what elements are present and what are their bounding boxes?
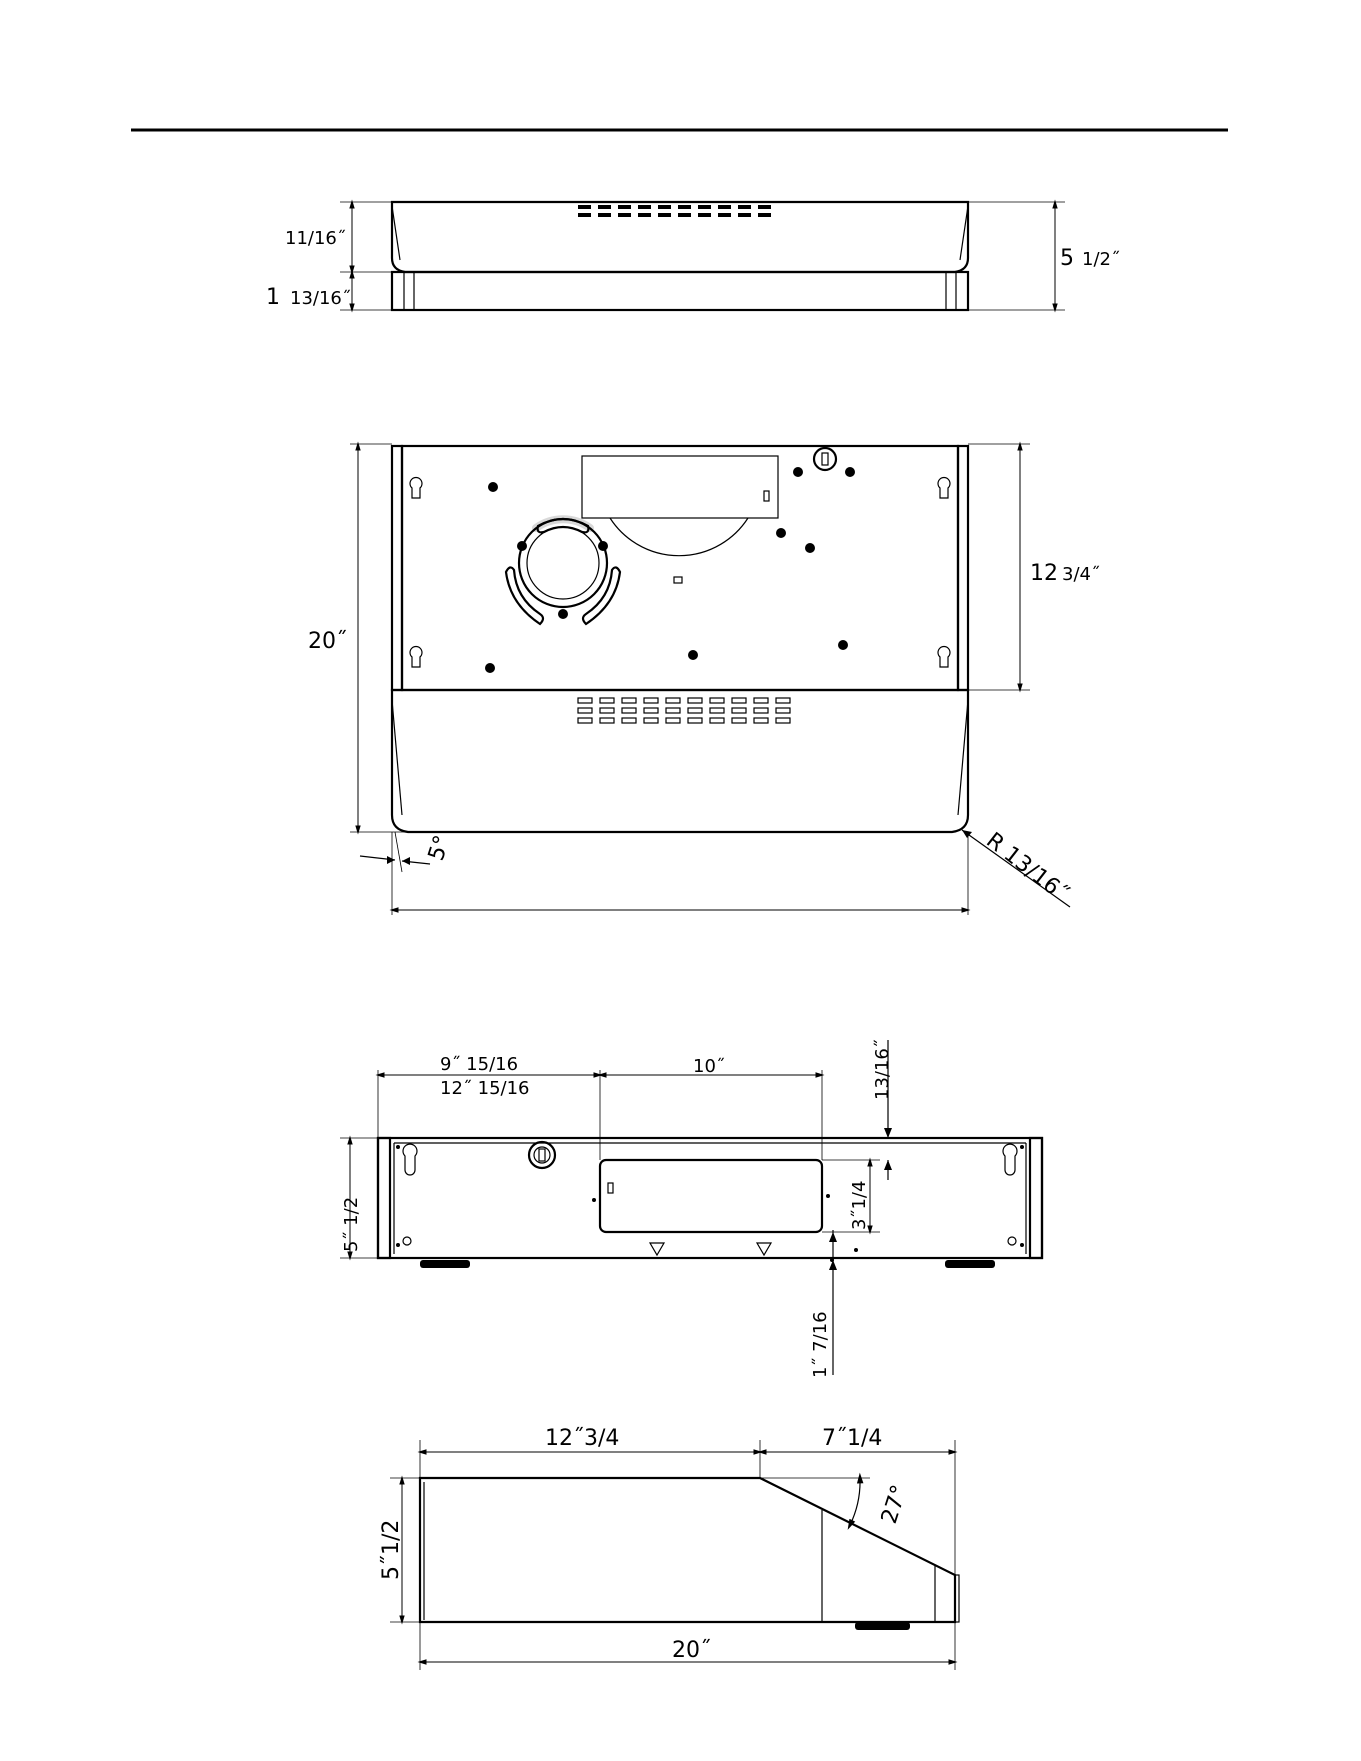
- rear-dim-top-gap: 13/16˝: [872, 1039, 893, 1100]
- rear-view: 9˝ 15/16 12˝ 15/16 10˝ 13/16˝ 3˝1/4 5˝ 1…: [340, 1039, 1042, 1378]
- front-dim-bottom-frac: 13/16˝: [290, 288, 351, 309]
- front-dim-height-frac: 1/2˝: [1082, 249, 1120, 270]
- knob-icon: [814, 448, 836, 470]
- screws: [485, 467, 855, 673]
- rear-dim-duct-height: 3˝1/4: [849, 1181, 870, 1230]
- bottom-dim-radius: R 13/16˝: [981, 828, 1073, 907]
- side-dim-flat: 12˝3/4: [545, 1426, 619, 1451]
- side-dim-slope: 7˝1/4: [822, 1426, 882, 1451]
- front-vent-slots: [578, 205, 771, 217]
- side-view: 12˝3/4 7˝1/4 27° 5˝1/2 20˝: [379, 1426, 959, 1670]
- side-dim-height: 5˝1/2: [379, 1520, 404, 1580]
- bottom-dim-flat: 12: [1030, 561, 1058, 586]
- rear-knob-icon: [529, 1142, 555, 1168]
- rear-dim-height: 5˝ 1/2: [341, 1197, 362, 1252]
- rear-dim-offset-a: 9˝ 15/16: [440, 1054, 518, 1075]
- bottom-dim-depth: 20˝: [308, 629, 347, 654]
- rear-dim-offset-b: 12˝ 15/16: [440, 1078, 530, 1099]
- bottom-dim-flat-frac: 3/4˝: [1062, 564, 1100, 585]
- bottom-view: 20˝ 12 3/4˝ 5° R 13/16˝: [308, 444, 1100, 915]
- rear-dim-duct-width: 10˝: [693, 1056, 725, 1077]
- keyhole-slots: [410, 478, 950, 667]
- front-view: 11/16˝ 1 13/16˝ 5 1/2˝: [266, 202, 1120, 310]
- front-dim-height-whole: 5: [1060, 246, 1074, 271]
- front-dim-top: 11/16˝: [285, 228, 346, 249]
- side-dim-angle: 27°: [877, 1482, 913, 1527]
- bottom-dim-angle: 5°: [424, 832, 456, 864]
- front-dim-bottom-whole: 1: [266, 285, 280, 310]
- bottom-vent-slots: [578, 698, 790, 723]
- rear-dim-bottom-gap: 1˝ 7/16: [810, 1311, 831, 1378]
- side-dim-depth: 20˝: [672, 1638, 711, 1663]
